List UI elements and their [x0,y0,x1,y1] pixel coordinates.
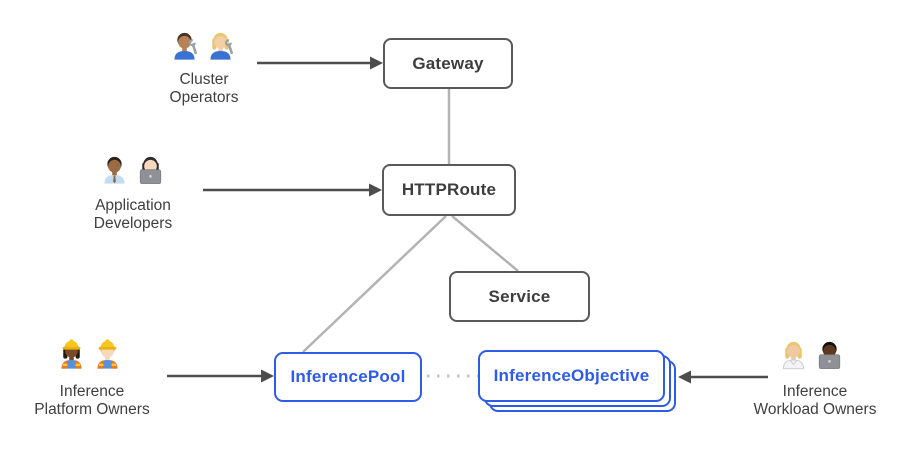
node-httproute-label: HTTPRoute [401,180,497,199]
application-developers-label-line1: Application [95,197,171,214]
inference-workload-owners-icon [777,336,846,372]
edge-httproute-service [451,215,519,272]
node-inferencepool-label: InferencePool [290,367,406,386]
inference-workload-owners-label: Inference Workload Owners [730,383,900,418]
arrow-platform-owners-to-inferencepool [167,369,274,383]
cluster-operators-label: Cluster Operators [119,71,289,106]
arrow-cluster-operators-to-gateway [257,56,383,70]
application-developers-icon [98,151,167,187]
inference-platform-owners-icon [55,336,124,372]
node-inferenceobjective-label: InferenceObjective [493,366,650,385]
node-httproute: HTTPRoute [382,164,516,216]
node-gateway: Gateway [383,38,513,89]
edge-httproute-inferencepool [302,215,447,353]
application-developers-label-line2: Developers [93,214,173,232]
node-gateway-label: Gateway [412,53,484,73]
cluster-operators-label-line1: Cluster [179,71,229,88]
inference-platform-owners-label-line2: Platform Owners [34,400,150,418]
arrow-workload-owners-to-inferenceobjective [678,370,768,384]
application-developers-label: Application Developers [48,197,218,232]
inference-workload-owners-label-line1: Inference [782,383,848,400]
node-service-label: Service [488,286,551,306]
cluster-operators-icon [168,27,237,63]
node-service: Service [449,271,590,322]
cluster-operators-label-line2: Operators [169,88,239,106]
inferenceobjective-stack-front: InferenceObjective [478,350,665,402]
inference-workload-owners-label-line2: Workload Owners [753,400,877,418]
node-inferenceobjective: InferenceObjective [478,350,676,412]
arrow-application-developers-to-httproute [203,183,382,197]
node-inferencepool: InferencePool [274,352,422,402]
inference-platform-owners-label-line1: Inference [59,383,125,400]
inference-platform-owners-label: Inference Platform Owners [7,383,177,418]
